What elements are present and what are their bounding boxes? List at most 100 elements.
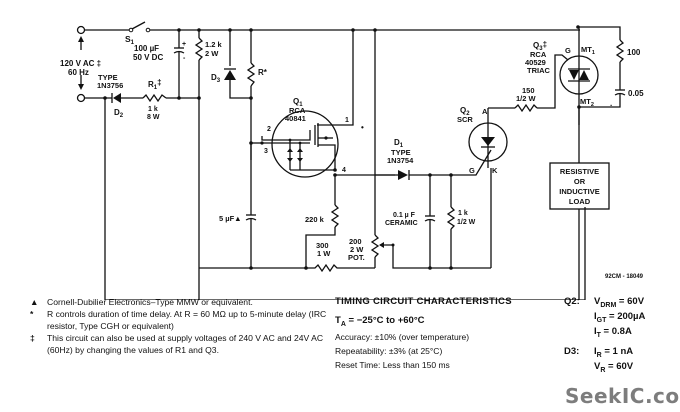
d2-label: D2	[114, 108, 124, 119]
d1-label: D1	[394, 138, 404, 149]
q2-pin-g: G	[469, 166, 475, 175]
c005-value: 0.05	[628, 89, 644, 98]
q2-ref: Q2	[460, 106, 470, 117]
q3-triac: G MT1 MT2 Q3‡ RCA 40529 TRIAC .	[525, 27, 612, 125]
drawing-number: 92CM - 18049	[605, 274, 644, 280]
d3-spec-label: D3:	[564, 345, 580, 357]
d3-rstar: D3 R*	[211, 30, 268, 160]
q1-pin4: 4	[342, 167, 346, 174]
resistor-r1	[142, 93, 167, 103]
note-text: R controls duration of time delay. At R …	[47, 309, 327, 331]
snubber: 100 0.05	[579, 26, 644, 108]
d3-vr: VR = 60V	[594, 360, 634, 374]
d3-specs: D3: IR = 1 nA VR = 60V	[564, 346, 680, 376]
switch-s1	[131, 21, 146, 30]
q1-body	[271, 110, 339, 178]
watermark: SeekIC.com	[565, 384, 680, 408]
note-text: Cornell-Dubilier Electronics–Type MMW or…	[47, 297, 253, 307]
r220k-value: 220 k	[305, 215, 325, 224]
q3-type: TRIAC	[527, 66, 550, 75]
timing-accuracy: Accuracy: ±10% (over temperature)	[335, 331, 470, 342]
q1-part: 40841	[285, 114, 306, 123]
note-capacitor: ▲ Cornell-Dubilier Electronics–Type MMW o…	[30, 296, 330, 308]
timing-repeatability: Repeatability: ±3% (at 25°C)	[335, 345, 443, 356]
q2-it: IT = 0.8A	[594, 325, 632, 339]
r1-label: R1‡	[148, 78, 162, 91]
load-line1: RESISTIVE	[560, 167, 599, 176]
r150-rating: 1/2 W	[516, 94, 537, 103]
q1-pin2: 2	[267, 126, 271, 133]
capacitor-5uf: 5 µF▲	[219, 143, 257, 268]
q2-pin-k: K	[492, 166, 498, 175]
note-symbol: *	[30, 309, 34, 319]
d3-label: D3	[211, 73, 221, 84]
d2-part: 1N3756	[97, 81, 123, 90]
load-box: RESISTIVE OR INDUCTIVE LOAD	[549, 107, 610, 300]
ac-source: 120 V AC ‡ 60 Hz	[60, 25, 101, 103]
r150-value: 150	[522, 86, 535, 95]
note-text: This circuit can also be used at supply …	[47, 333, 324, 355]
r1k-value: 1 k	[458, 210, 468, 217]
d3-ir: IR = 1 nA	[594, 345, 634, 359]
timing-reset: Reset Time: Less than 150 ms	[335, 359, 450, 370]
r300-value: 300	[316, 241, 329, 250]
q3-pin-g: G	[565, 46, 571, 55]
note-voltage: ‡ This circuit can also be used at supply…	[30, 332, 330, 356]
q1-ref: Q1	[293, 97, 303, 108]
pot-value: 200	[349, 237, 362, 246]
rstar-label: R*	[258, 68, 268, 77]
switch-contact	[128, 27, 134, 33]
source-voltage: 120 V AC ‡	[60, 59, 101, 68]
q1-mosfet: Q1 RCA 40841 1 • 2 3 4	[249, 30, 395, 178]
d1-type: TYPE	[391, 148, 411, 157]
load-line2: OR	[574, 177, 586, 186]
q3-maker: RCA	[530, 50, 547, 59]
q3-mt2: MT2	[580, 97, 594, 108]
diode-d1: D1 TYPE 1N3754	[375, 138, 471, 180]
bottom-rail	[105, 207, 586, 300]
q2-vdrm: VDRM = 60V	[594, 296, 645, 309]
timing-characteristics: TIMING CIRCUIT CHARACTERISTICS TA = −25°…	[335, 296, 565, 374]
terminal-bottom	[76, 93, 86, 103]
q1-maker: RCA	[289, 106, 306, 115]
note-symbol: ‡	[30, 333, 35, 343]
timer-schematic: 120 V AC ‡ 60 Hz S1 TYPE 1N3756 D2 R1‡ 1…	[60, 21, 644, 300]
potentiometer-200: 200 2 W POT.	[345, 30, 445, 269]
d2-type: TYPE	[98, 73, 118, 82]
r300-rating: 1 W	[317, 249, 331, 258]
q3-part: 40529	[525, 58, 546, 67]
load-line4: LOAD	[569, 197, 591, 206]
c5uf-value: 5 µF▲	[219, 214, 242, 223]
switch-label: S1	[125, 34, 135, 46]
q1-pin3: 3	[264, 148, 268, 155]
note-symbol: ▲	[30, 297, 39, 307]
r1-rating: 8 W	[147, 114, 160, 121]
top-rail: S1	[85, 21, 580, 46]
footnotes: ▲ Cornell-Dubilier Electronics–Type MMW o…	[30, 296, 330, 356]
q2-igt: IGT = 200µA	[594, 310, 646, 324]
c01-value: 0.1 µ F	[393, 212, 416, 219]
timing-ta: TA = −25°C to +60°C	[335, 315, 425, 328]
device-specs: Q2: VDRM = 60V IGT = 200µA IT = 0.8A D3:…	[564, 296, 680, 380]
r1k-rating: 1/2 W	[457, 219, 476, 226]
r100-value: 100	[627, 48, 641, 57]
terminal-top	[76, 25, 86, 35]
input-rail: TYPE 1N3756 D2 R1‡ 1 k 8 W	[85, 73, 201, 300]
c-main-plus: +	[182, 41, 186, 48]
svg-text:•: •	[361, 123, 364, 132]
resistor-220k-300: 220 k 300 1 W	[304, 175, 345, 273]
note-resistor: * R controls duration of time delay. At R…	[30, 308, 330, 332]
c-main-value: 100 µF	[134, 44, 159, 53]
c01-type: CERAMIC	[385, 220, 418, 227]
r1-value: 1 k	[148, 106, 158, 113]
diode-d3	[224, 70, 236, 80]
q2-scr: G K A Q2 SCR 150 1/2 W	[457, 54, 569, 176]
load-line3: INDUCTIVE	[559, 187, 599, 196]
c-main-rating: 50 V DC	[133, 53, 163, 62]
r12k-rating: 2 W	[205, 49, 219, 58]
q1-pin1: 1	[345, 117, 349, 124]
q3-mt1: MT1	[581, 45, 595, 56]
c-main-minus: -	[183, 55, 186, 62]
resistor-1k2: 1.2 k 2 W	[194, 30, 223, 300]
svg-text:.: .	[610, 99, 612, 108]
